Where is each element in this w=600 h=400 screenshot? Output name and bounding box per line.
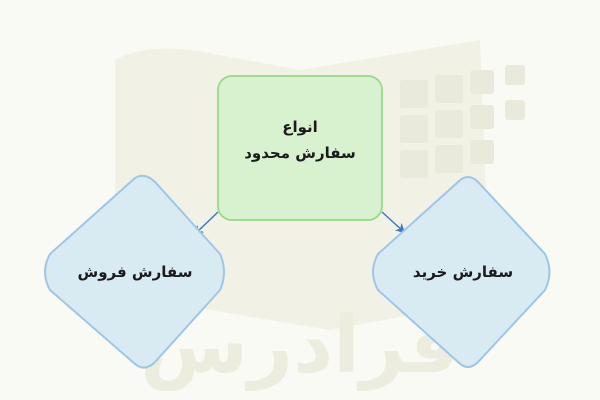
arrow-to-right [381,211,406,234]
right-diamond-shape [372,176,551,368]
watermark-grid [400,65,525,178]
right-node-label: سفارش خرید [412,263,514,281]
top-node-line1: انواع [282,118,318,136]
left-node-label: سفارش فروش [77,263,193,281]
top-node-box [217,75,383,221]
left-diamond-shape [44,174,225,369]
top-node-label: انواع سفارش محدود [218,114,382,166]
top-node-line2: سفارش محدود [244,144,356,162]
